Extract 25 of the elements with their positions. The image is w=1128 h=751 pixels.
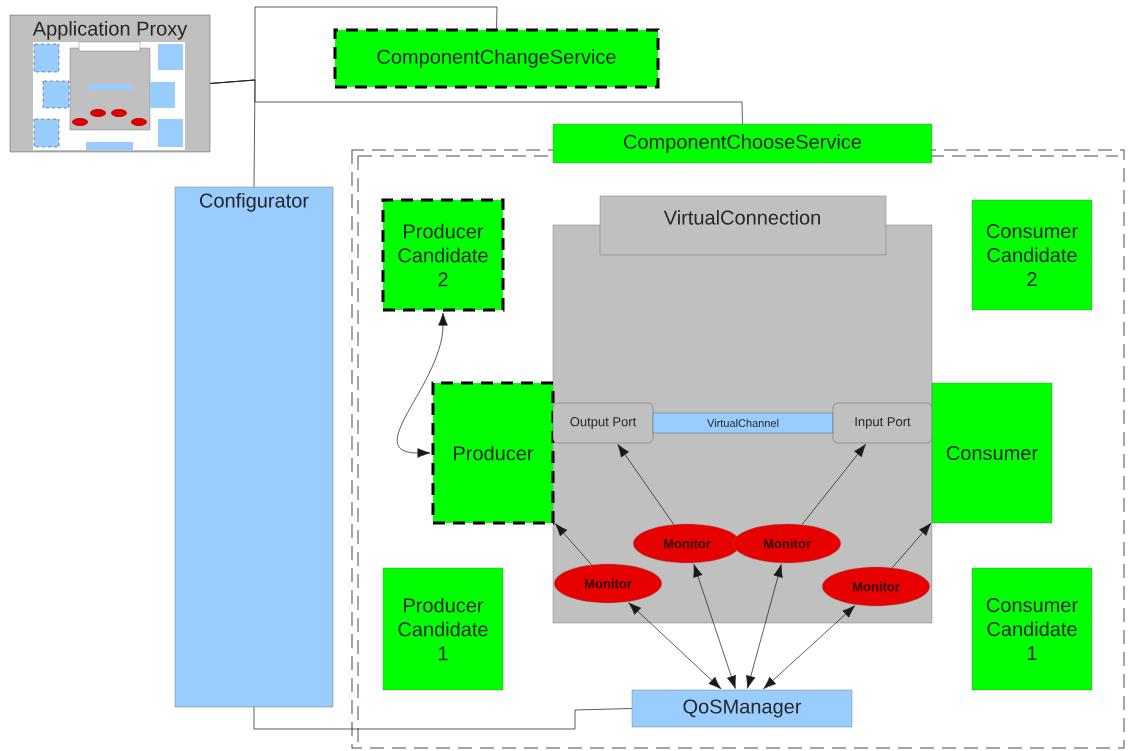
component-box: ComponentChooseService	[552, 123, 933, 164]
channel-bar: VirtualChannel	[652, 412, 834, 434]
component-box: Producer	[431, 381, 555, 525]
arrow	[801, 444, 866, 525]
arrow	[617, 444, 675, 525]
component-box: Consumer	[931, 382, 1053, 524]
service-box: Configurator	[174, 186, 334, 708]
port-box: Input Port	[832, 402, 933, 444]
arrow	[891, 522, 932, 569]
port-box: Output Port	[552, 402, 654, 444]
component-box: ComponentChangeService	[333, 28, 660, 89]
component-box: Producer Candidate 2	[381, 198, 505, 312]
component-box: Producer Candidate 1	[382, 567, 504, 691]
node-label: VirtualConnection	[663, 210, 820, 225]
component-box: Consumer Candidate 2	[971, 199, 1093, 311]
connector-line	[253, 706, 633, 730]
service-box: QoSManager	[631, 689, 853, 728]
connector-line	[209, 79, 256, 188]
arrow	[555, 523, 592, 566]
arrow	[693, 564, 736, 689]
arrow	[746, 564, 783, 689]
arrow	[628, 602, 722, 690]
arrow	[396, 312, 448, 458]
component-box: Consumer Candidate 1	[971, 567, 1093, 691]
arrow	[763, 605, 856, 690]
